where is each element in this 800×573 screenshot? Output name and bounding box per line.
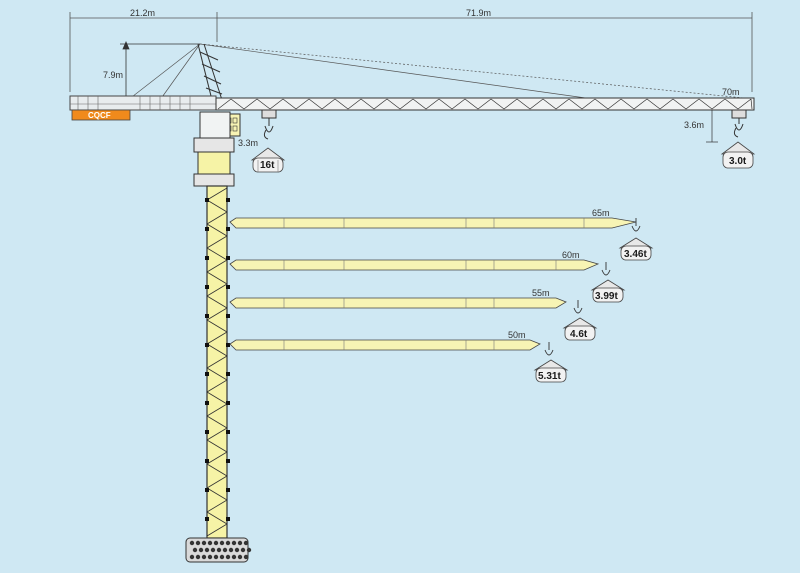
mast-bolt <box>226 488 230 492</box>
foundation-hole <box>189 540 195 546</box>
top-dimensions <box>69 12 753 92</box>
main-jib-length-label: 71.9m <box>466 8 491 18</box>
foundation-hole <box>243 540 249 546</box>
mast-bolt <box>205 256 209 260</box>
jib-option-3-load: 4.6t <box>570 329 588 340</box>
foundation-hole <box>240 547 246 553</box>
foundation-hole <box>192 547 198 553</box>
jib-option-3: 55m 4.6t <box>229 288 598 341</box>
foundation-hole <box>216 547 222 553</box>
counter-jib-length-label: 21.2m <box>130 8 155 18</box>
foundation-hole <box>237 554 243 560</box>
tower-head <box>197 43 223 101</box>
mast-bolt <box>226 256 230 260</box>
jib-option-2-load: 3.99t <box>595 291 618 302</box>
foundation-hole <box>222 547 228 553</box>
min-radius-label: 3.3m <box>238 138 258 148</box>
foundation-hole <box>201 540 207 546</box>
foundation-hole <box>225 540 231 546</box>
jib-option-4-load: 5.31t <box>538 371 561 382</box>
jib-option-1-load: 3.46t <box>624 249 647 260</box>
foundation-hole <box>243 554 249 560</box>
foundation-hole <box>234 547 240 553</box>
mast-bolt <box>226 430 230 434</box>
head-height-dimension <box>120 40 200 104</box>
mast-bolt <box>226 372 230 376</box>
jib-option-2-length: 60m <box>562 250 580 260</box>
mast-bolt <box>205 372 209 376</box>
mast-bolt <box>205 198 209 202</box>
foundation-hole <box>225 554 231 560</box>
foundation-hole <box>189 554 195 560</box>
jib-option-1: 65m 3.46t <box>229 208 654 261</box>
foundation-hole <box>219 540 225 546</box>
foundation-hole <box>210 547 216 553</box>
foundation-hole <box>231 554 237 560</box>
foundation-hole <box>201 554 207 560</box>
counter-jib: CQCF <box>69 95 217 121</box>
foundation-hole <box>228 547 234 553</box>
near-load-label: 16t <box>260 160 275 171</box>
tip-trolley-hook <box>706 109 747 143</box>
mast-bolt <box>226 401 230 405</box>
jib-option-3-length: 55m <box>532 288 550 298</box>
head-height-label: 7.9m <box>103 70 123 80</box>
slewing-unit <box>193 111 235 187</box>
jib-option-1-length: 65m <box>592 208 610 218</box>
max-radius-label: 70m <box>722 87 740 97</box>
mast-bolt <box>226 517 230 521</box>
mast-bolt <box>205 401 209 405</box>
mast-bolt <box>226 459 230 463</box>
main-jib <box>215 97 755 111</box>
tip-load <box>720 141 756 169</box>
mast-bolt <box>205 517 209 521</box>
jib-option-2: 60m 3.99t <box>229 250 626 303</box>
brand-plate <box>71 109 131 121</box>
mast-bolt <box>226 314 230 318</box>
brand-text: CQCF <box>88 111 111 120</box>
near-trolley-hook <box>261 109 277 140</box>
jib-option-4-length: 50m <box>508 330 526 340</box>
foundation <box>185 537 252 563</box>
tie-bars <box>127 43 745 101</box>
foundation-hole <box>207 540 213 546</box>
near-load <box>250 147 286 173</box>
foundation-hole <box>237 540 243 546</box>
mast-bolt <box>205 343 209 347</box>
jib-option-4: 50m 5.31t <box>229 330 569 383</box>
mast-bolt <box>205 459 209 463</box>
foundation-hole <box>213 540 219 546</box>
mast-bolt <box>205 430 209 434</box>
mast-bolt <box>226 343 230 347</box>
mast-bolt <box>205 488 209 492</box>
foundation-hole <box>246 547 252 553</box>
mast-bolt <box>226 198 230 202</box>
hook-drop-label: 3.6m <box>684 120 704 130</box>
foundation-hole <box>213 554 219 560</box>
foundation-hole <box>204 547 210 553</box>
mast-bolt <box>226 227 230 231</box>
foundation-hole <box>219 554 225 560</box>
mast-bolt <box>205 314 209 318</box>
mast-bolt <box>205 285 209 289</box>
foundation-hole <box>195 554 201 560</box>
mast-bolt <box>205 227 209 231</box>
foundation-hole <box>198 547 204 553</box>
mast-bolt <box>226 285 230 289</box>
foundation-hole <box>207 554 213 560</box>
foundation-hole <box>195 540 201 546</box>
foundation-hole <box>231 540 237 546</box>
tower-mast <box>205 185 230 539</box>
tip-load-label: 3.0t <box>729 156 747 167</box>
